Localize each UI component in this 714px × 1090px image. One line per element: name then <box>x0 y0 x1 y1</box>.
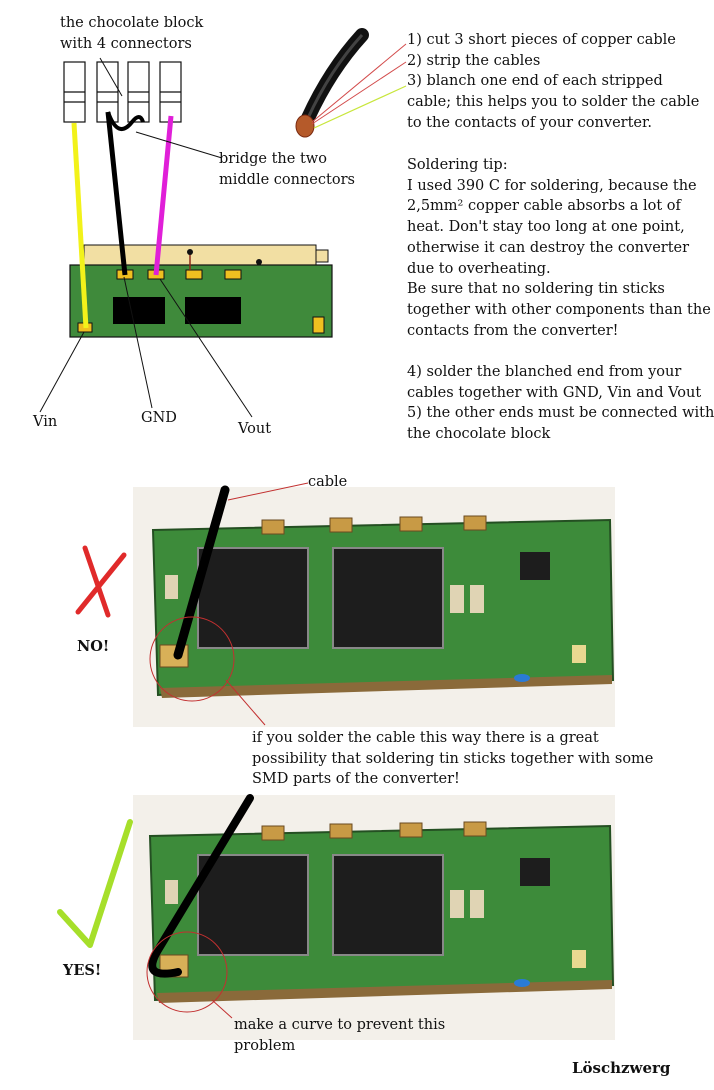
caption-line: possibility that soldering tin sticks to… <box>252 750 654 767</box>
wire-magenta-vout <box>153 115 174 276</box>
cable-curved <box>148 794 254 978</box>
chip-left <box>113 297 165 324</box>
step-line: 5) the other ends must be connected with <box>407 405 714 422</box>
bridge-label: bridge the two middle connectors <box>219 149 355 190</box>
right-caption: make a curve to prevent this problem <box>234 1015 445 1056</box>
chocolate-block <box>63 61 182 123</box>
wire-yellow-vin <box>71 122 89 329</box>
vin-pointer-line <box>39 331 85 413</box>
step-line: cables together with GND, Vin and Vout <box>407 384 702 401</box>
caption-line: make a curve to prevent this <box>234 1017 446 1033</box>
soldering-tip-heading: Soldering tip: <box>407 157 508 173</box>
chocolate-block-label-line-1: the chocolate block <box>60 15 204 31</box>
steps-1-3: 1) cut 3 short pieces of copper cable 2)… <box>407 30 699 134</box>
caption-pointer-line <box>225 679 266 726</box>
step-line: 1) cut 3 short pieces of copper cable <box>407 32 676 48</box>
step-line: 3) blanch one end of each stripped <box>407 73 663 90</box>
wrong-caption: if you solder the cable this way there i… <box>252 728 653 790</box>
tip-line: otherwise it can destroy the converter <box>407 239 690 256</box>
tip-line: I used 390 C for soldering, because the <box>407 177 697 194</box>
chip-right <box>185 297 241 324</box>
steps-4-5: 4) solder the blanched end from your cab… <box>407 362 714 445</box>
chocolate-block-label: the chocolate block with 4 connectors <box>60 13 203 54</box>
bridge-wire <box>106 111 145 132</box>
caption-line: if you solder the cable this way there i… <box>252 730 599 746</box>
caption-line: problem <box>234 1037 296 1054</box>
tip-line: together with other components than the <box>407 301 711 318</box>
wire-black-gnd <box>105 111 128 276</box>
vout-label: Vout <box>238 421 272 437</box>
soldering-tip: Soldering tip: I used 390 C for solderin… <box>407 155 711 341</box>
step-line: 4) solder the blanched end from your <box>407 364 682 380</box>
stripped-cable-illustration <box>295 28 407 138</box>
solution-highlight-circle <box>146 931 228 1013</box>
chip-1 <box>197 854 309 956</box>
check-mark-icon <box>57 819 133 948</box>
chip-2 <box>332 854 444 956</box>
cable-straight <box>173 485 230 660</box>
caption-pointer-line <box>211 999 233 1019</box>
step-line: 2) strip the cables <box>407 52 541 69</box>
tip-line: contacts from the converter! <box>407 322 619 339</box>
step-line: to the contacts of your converter. <box>407 114 652 131</box>
cable-pointer-line <box>227 482 309 501</box>
bridge-pointer-line <box>135 131 223 159</box>
author-signature: Löschzwerg <box>572 1059 671 1077</box>
vin-label: Vin <box>33 414 58 430</box>
verdict-yes: YES! <box>63 962 102 979</box>
cable-label: cable <box>308 474 348 490</box>
step-line: cable; this helps you to solder the cabl… <box>407 94 700 111</box>
vout-pointer-line <box>159 278 253 418</box>
bridge-label-line-2: middle connectors <box>219 171 355 188</box>
block-pointer-line <box>99 57 123 97</box>
verdict-no: NO! <box>77 638 110 655</box>
tip-line: 2,5mm² copper cable absorbs a lot of <box>407 198 681 215</box>
cross-mark-icon <box>75 545 127 618</box>
chip-2 <box>332 547 444 649</box>
chocolate-block-label-line-2: with 4 connectors <box>60 35 192 52</box>
gnd-pointer-line <box>123 276 153 409</box>
chip-1 <box>197 547 309 649</box>
bridge-label-line-1: bridge the two <box>219 151 327 167</box>
tip-line: Be sure that no soldering tin sticks <box>407 281 665 298</box>
problem-highlight-circle <box>149 616 235 702</box>
gnd-label: GND <box>141 410 177 426</box>
caption-line: SMD parts of the converter! <box>252 771 460 788</box>
tip-line: due to overheating. <box>407 260 551 277</box>
step-line: the chocolate block <box>407 426 551 443</box>
tip-line: heat. Don't stay too long at one point, <box>407 219 685 236</box>
